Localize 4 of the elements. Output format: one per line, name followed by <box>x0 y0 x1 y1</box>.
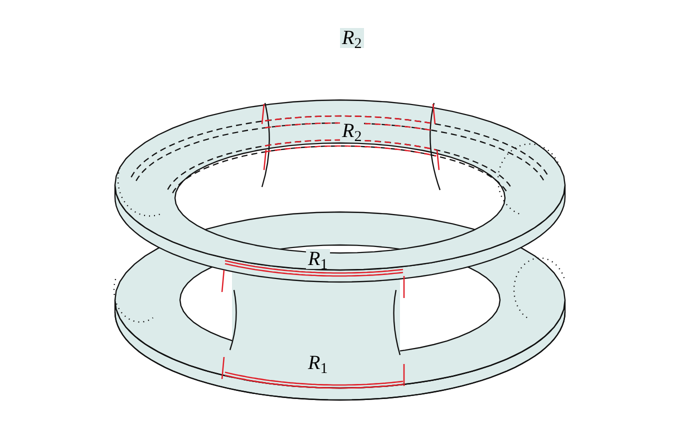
region-label: R$_{2}$ <box>340 28 364 48</box>
region-label: R$_{2}$ <box>340 121 364 141</box>
region-label: R$_{1}$ <box>306 353 330 373</box>
region-label: R$_{1}$ <box>306 249 330 269</box>
